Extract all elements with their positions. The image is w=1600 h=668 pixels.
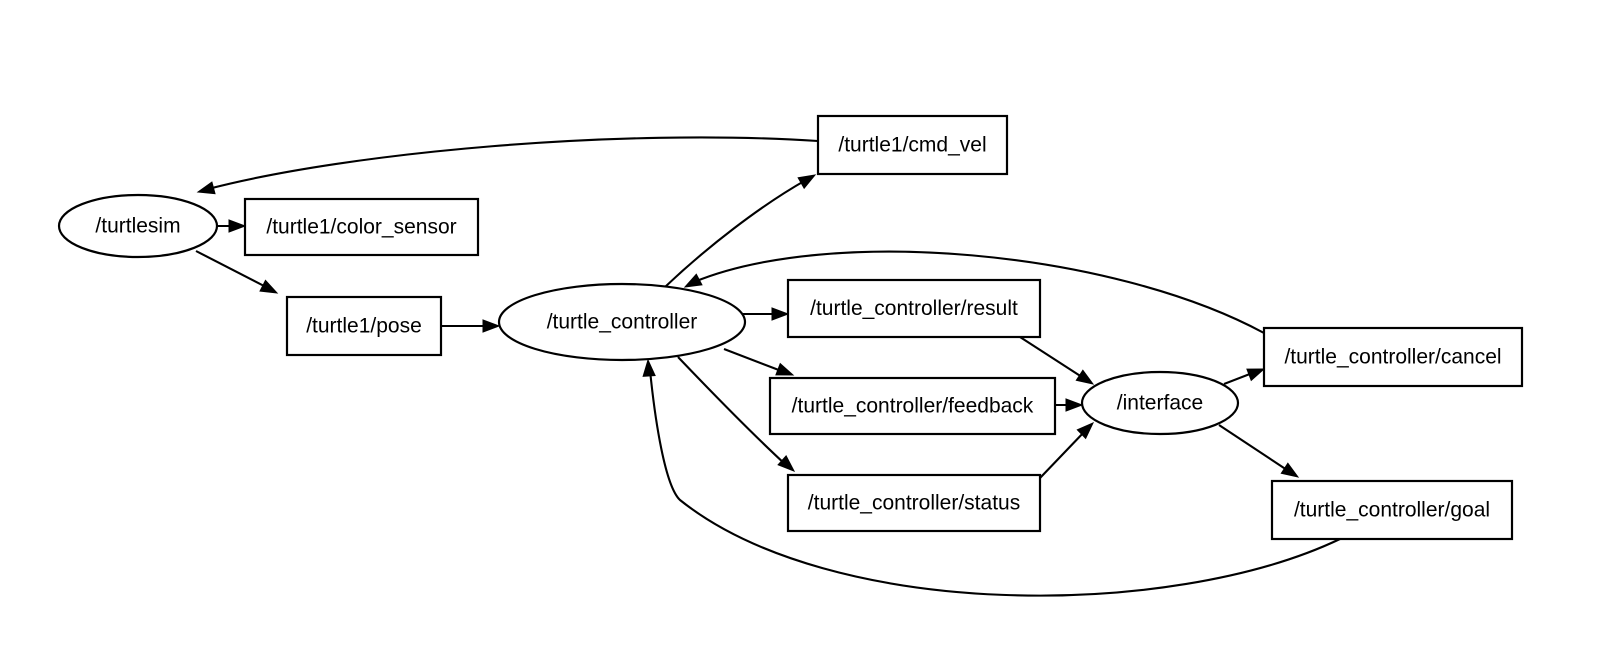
node-box[interactable] xyxy=(243,197,480,257)
arrowhead-icon xyxy=(259,279,279,294)
graph-edge-goal-to-turtle_controller xyxy=(642,358,1341,597)
node-label: /turtle_controller/cancel xyxy=(1284,346,1501,369)
node-label: /turtle_controller/goal xyxy=(1294,499,1490,522)
node-label: /turtlesim xyxy=(95,215,180,238)
node-label: /turtle1/color_sensor xyxy=(266,216,456,239)
graph-edge-turtle_controller-to-result xyxy=(741,307,790,321)
node-label: /turtle1/cmd_vel xyxy=(838,134,986,157)
edge-line xyxy=(1039,429,1087,479)
graph-edge-result-to-interface xyxy=(1019,336,1095,385)
graph-node-interface[interactable]: /interface xyxy=(1080,370,1240,436)
edge-line xyxy=(677,356,787,466)
graph-edge-status-to-interface xyxy=(1039,422,1095,479)
graph-edge-turtle_controller-to-feedback xyxy=(723,348,795,376)
graph-edge-interface-to-cancel xyxy=(1223,368,1266,385)
arrowhead-icon xyxy=(771,307,790,321)
graph-node-cmd_vel[interactable]: /turtle1/cmd_vel xyxy=(816,114,1009,176)
arrowhead-icon xyxy=(1065,398,1084,412)
node-label: /turtle_controller/status xyxy=(808,492,1020,515)
node-box[interactable] xyxy=(1270,479,1514,541)
edge-line xyxy=(693,250,1265,334)
edge-line xyxy=(1019,336,1086,380)
graph-node-goal[interactable]: /turtle_controller/goal xyxy=(1270,479,1514,541)
node-box[interactable] xyxy=(1262,326,1524,388)
graph-edge-cmd_vel-to-turtlesim xyxy=(196,136,819,195)
edge-line xyxy=(195,250,269,289)
edge-line xyxy=(207,136,819,191)
node-box[interactable] xyxy=(285,295,443,357)
node-box[interactable] xyxy=(816,114,1009,176)
graph-node-result[interactable]: /turtle_controller/result xyxy=(786,278,1042,339)
graph-edge-turtlesim-to-color_sensor xyxy=(217,219,247,233)
edge-line xyxy=(648,369,1341,597)
arrowhead-icon xyxy=(642,358,656,377)
graph-node-pose[interactable]: /turtle1/pose xyxy=(285,295,443,357)
node-label: /turtle_controller xyxy=(547,311,698,334)
node-box[interactable] xyxy=(786,278,1042,339)
graph-node-color_sensor[interactable]: /turtle1/color_sensor xyxy=(243,197,480,257)
nodes-layer: /turtlesim/turtle_controller/interface/t… xyxy=(57,114,1524,541)
node-label: /turtle1/pose xyxy=(306,315,422,338)
graph-node-feedback[interactable]: /turtle_controller/feedback xyxy=(768,376,1057,436)
node-ellipse[interactable] xyxy=(497,282,747,362)
arrowhead-icon xyxy=(482,319,501,333)
arrowhead-icon xyxy=(1280,462,1300,478)
arrowhead-icon xyxy=(775,362,795,376)
arrowhead-icon xyxy=(1076,422,1095,440)
edge-line xyxy=(1218,424,1291,473)
arrowhead-icon xyxy=(1246,368,1266,382)
arrowhead-icon xyxy=(683,273,703,288)
graph-edge-feedback-to-interface xyxy=(1055,398,1084,412)
node-box[interactable] xyxy=(768,376,1057,436)
node-ellipse[interactable] xyxy=(1080,370,1240,436)
edges-layer xyxy=(195,136,1341,597)
node-box[interactable] xyxy=(786,473,1042,533)
arrowhead-icon xyxy=(228,219,247,233)
graph-edge-interface-to-goal xyxy=(1218,424,1300,478)
arrowhead-icon xyxy=(797,174,817,190)
arrowhead-icon xyxy=(777,454,796,472)
node-label: /turtle_controller/feedback xyxy=(792,395,1034,418)
node-label: /interface xyxy=(1117,392,1203,415)
graph-edge-turtle_controller-to-cmd_vel xyxy=(664,174,817,288)
graph-edge-turtlesim-to-pose xyxy=(195,250,279,294)
graph-edge-pose-to-turtle_controller xyxy=(441,319,501,333)
graph-edge-cancel-to-turtle_controller xyxy=(683,250,1265,334)
arrowhead-icon xyxy=(196,181,216,195)
graph-node-cancel[interactable]: /turtle_controller/cancel xyxy=(1262,326,1524,388)
node-ellipse[interactable] xyxy=(57,193,219,259)
graph-node-turtle_controller[interactable]: /turtle_controller xyxy=(497,282,747,362)
graph-edge-turtle_controller-to-status xyxy=(677,356,796,472)
arrowhead-icon xyxy=(1075,369,1095,385)
edge-line xyxy=(723,348,785,373)
edge-line xyxy=(664,179,807,288)
graph-node-turtlesim[interactable]: /turtlesim xyxy=(57,193,219,259)
node-label: /turtle_controller/result xyxy=(810,297,1018,320)
graph-node-status[interactable]: /turtle_controller/status xyxy=(786,473,1042,533)
